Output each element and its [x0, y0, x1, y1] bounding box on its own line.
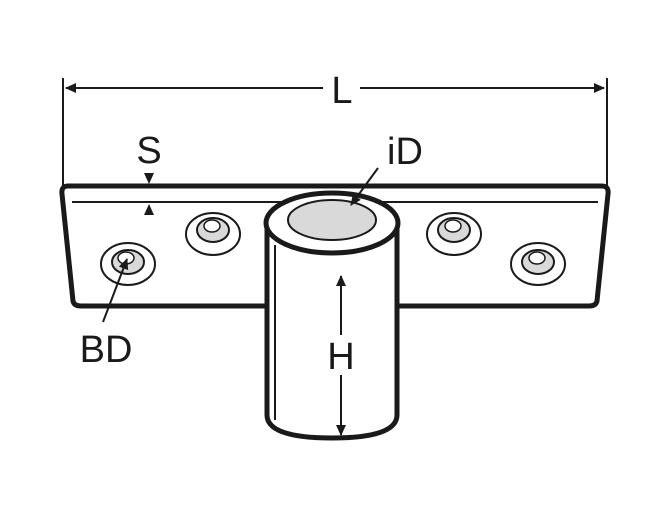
- thickness-arrow-top: [144, 173, 154, 184]
- height-label-background: [326, 337, 356, 375]
- inner-diameter-label: iD: [387, 131, 423, 173]
- thickness-arrow-bottom: [144, 204, 154, 215]
- height-dimension: H: [326, 275, 356, 436]
- length-dimension: L: [62, 70, 608, 186]
- screw-hole-4: [510, 242, 566, 286]
- tube: [263, 190, 401, 441]
- length-label: L: [331, 70, 352, 112]
- thickness-label: S: [136, 130, 161, 172]
- inner-diameter-leader: [350, 167, 379, 206]
- screw-hole-2: [185, 212, 241, 256]
- tube-bore-shade: [288, 200, 376, 240]
- thickness-dimension: S: [136, 130, 162, 215]
- bore-diameter-label: BD: [80, 329, 133, 371]
- screw-hole-3: [426, 212, 482, 256]
- height-label: H: [327, 336, 354, 378]
- inner-diameter-dimension: iD: [350, 131, 423, 206]
- bore-diameter-dimension: BD: [80, 258, 133, 371]
- tube-bore: [287, 199, 377, 241]
- tube-body: [264, 221, 400, 441]
- bore-diameter-leader: [102, 258, 129, 323]
